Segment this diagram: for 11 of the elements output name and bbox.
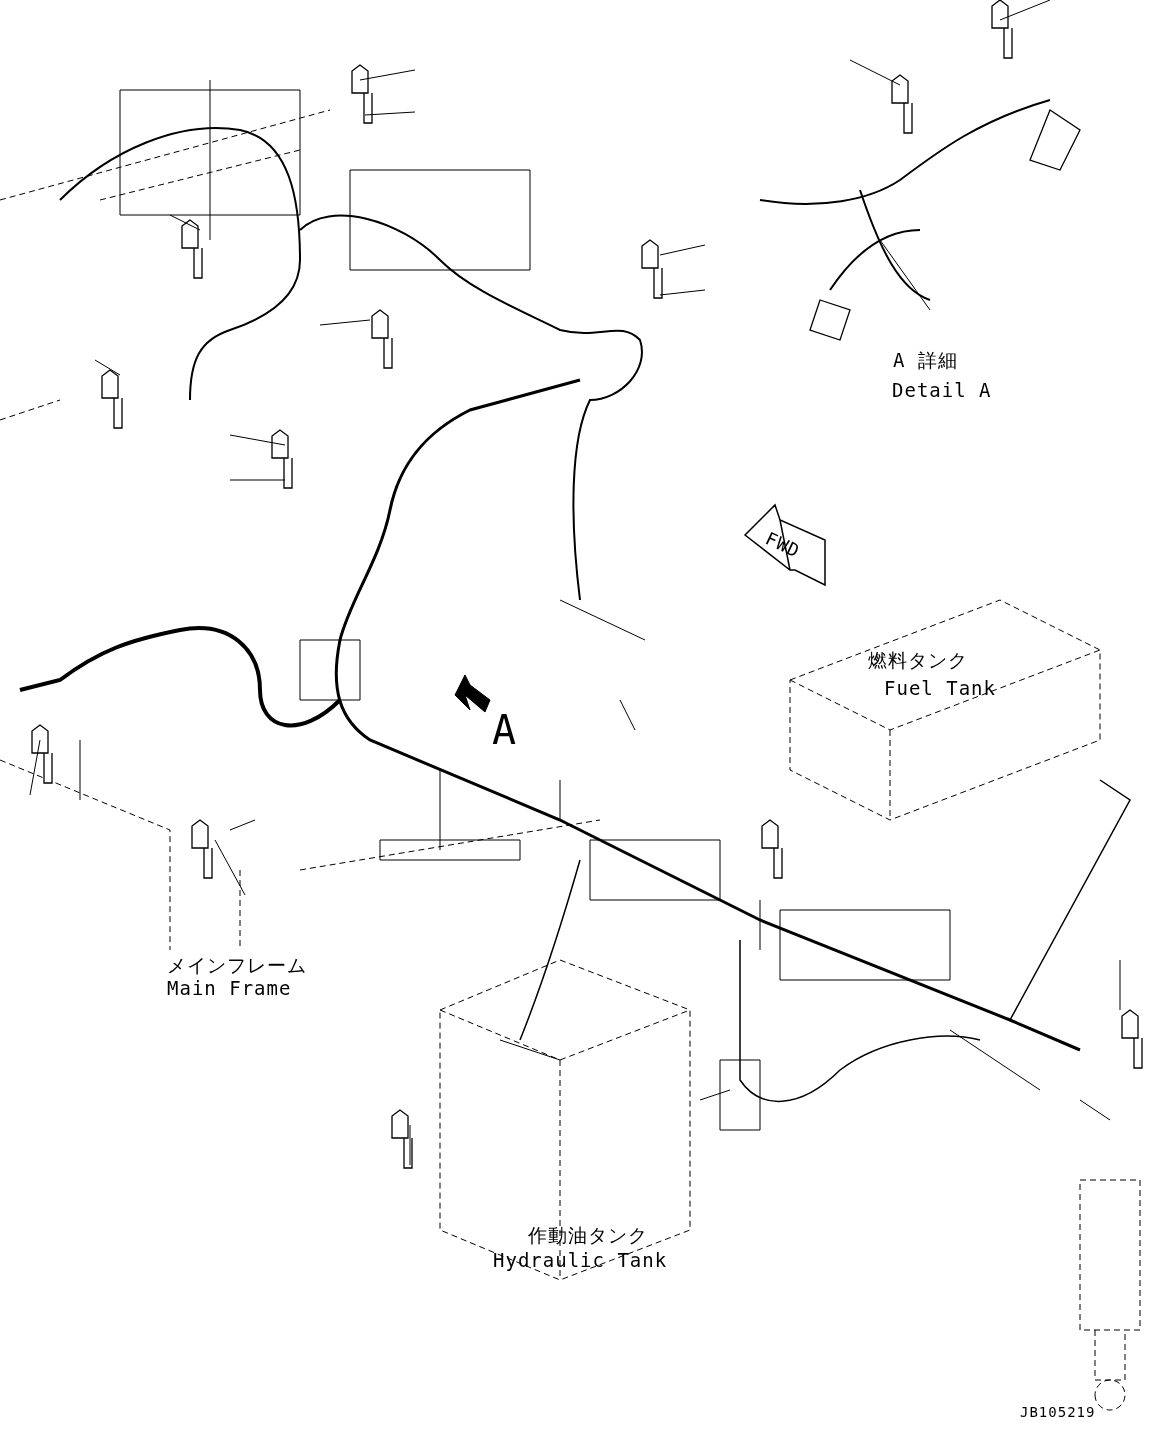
part-label: Hydraulic Tank	[493, 1250, 668, 1271]
part-label: メインフレーム	[167, 955, 307, 976]
direction-label: FWD	[762, 528, 804, 562]
part-label: 燃料タンク	[868, 650, 968, 671]
view-title: Detail A	[892, 380, 992, 401]
view-marker: A	[492, 708, 518, 752]
part-label: Fuel Tank	[884, 678, 996, 699]
part-label: Main Frame	[167, 978, 292, 999]
part-label: 作動油タンク	[528, 1225, 648, 1246]
drawing-number: JB105219	[1020, 1405, 1096, 1421]
view-title: A 詳細	[893, 350, 958, 371]
